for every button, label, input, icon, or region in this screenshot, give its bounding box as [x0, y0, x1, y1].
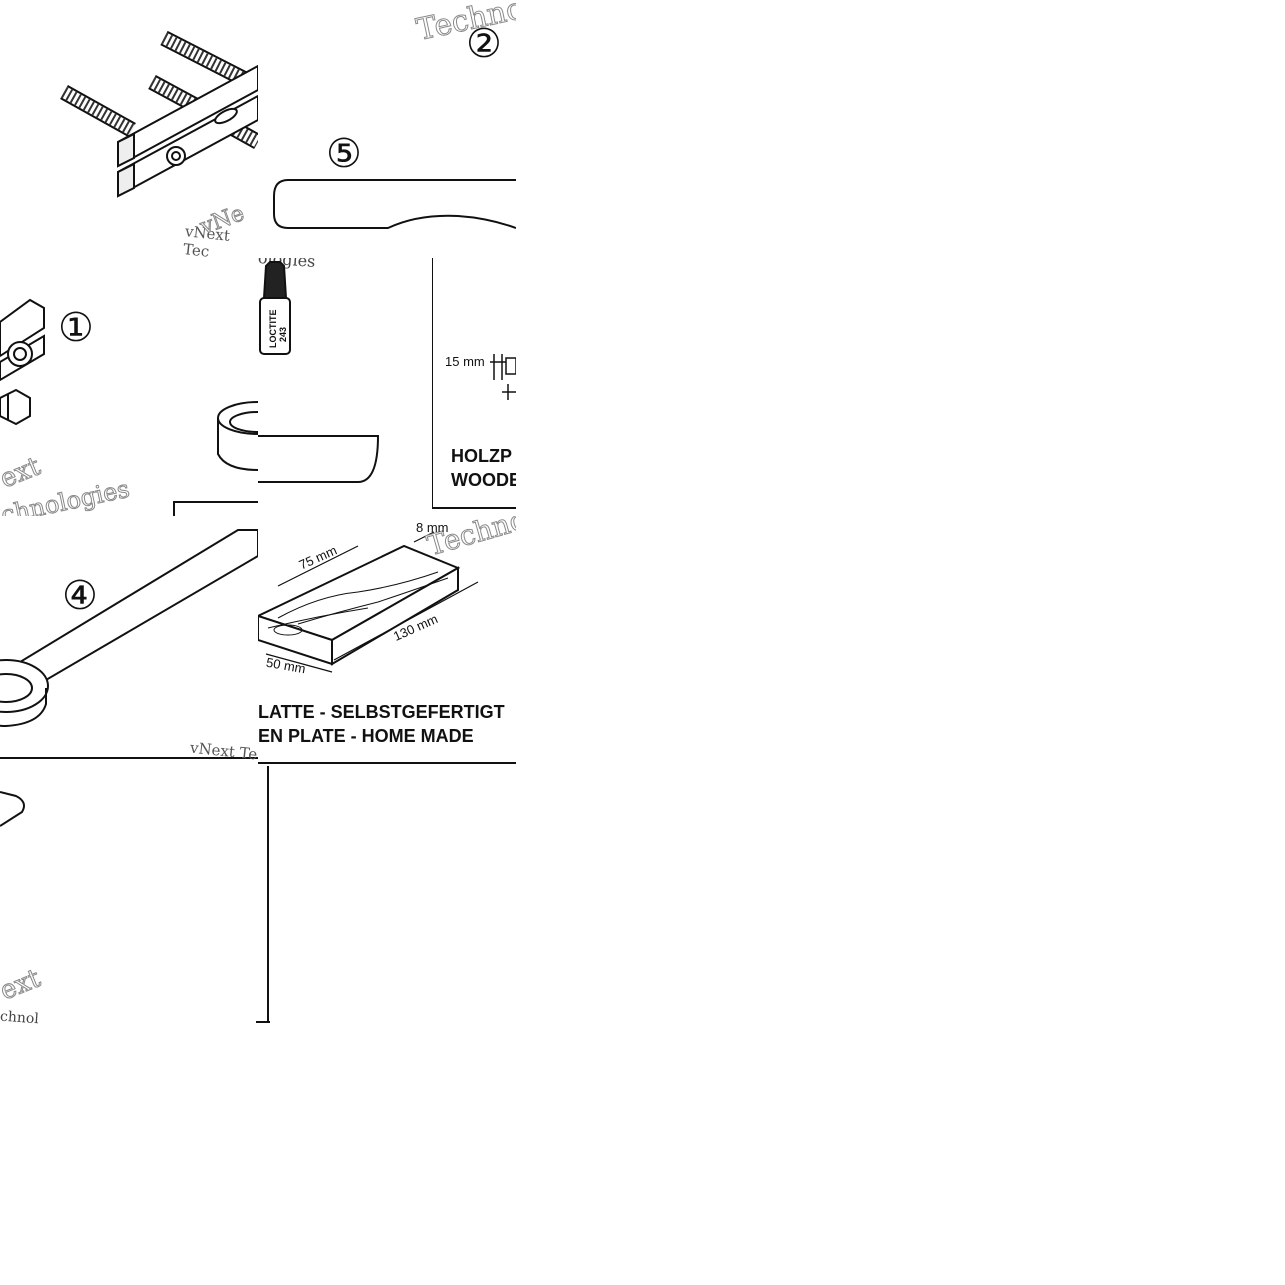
- wooden-plate-de-crop: HOLZP: [451, 446, 512, 466]
- crossbar: [0, 298, 45, 358]
- loctite-brand: LOCTITE: [268, 310, 278, 349]
- tile-wooden-plate: Techno 8 mm 75 mm 130 mm 50 mm LATTE - S…: [258, 516, 516, 766]
- wooden-plate-frame: [432, 258, 516, 509]
- watermark: chnol: [0, 1008, 40, 1024]
- hex-bolt: [0, 388, 31, 426]
- dim-8mm: 8 mm: [416, 520, 449, 535]
- frame-bottom-border: [258, 762, 516, 764]
- tile-loctite: ologies LOCTITE 243: [258, 258, 432, 516]
- callout-4: ④: [62, 573, 98, 619]
- wooden-plate-en-crop: WOODE: [451, 470, 516, 490]
- wrench-handle: [18, 529, 258, 682]
- callout-1: ①: [58, 305, 94, 351]
- callout-2: ②: [466, 21, 502, 67]
- plate-outline-drawing: [273, 179, 516, 229]
- callout-5: ⑤: [326, 131, 362, 177]
- plate-outline: [273, 179, 516, 229]
- wood-block-drawing: [258, 531, 479, 673]
- threaded-rod: [160, 30, 250, 88]
- threaded-rod: [60, 85, 136, 137]
- wooden-plate-en-tail: EN PLATE - HOME MADE: [258, 726, 474, 746]
- tile-part-5: Techno ② ⑤: [258, 0, 516, 258]
- puller-drawing: [60, 30, 258, 198]
- dim-15mm: 15 mm: [445, 354, 485, 369]
- loctite-drawing: LOCTITE 243: [258, 261, 380, 483]
- tile-wooden-plate-top: 15 mm HOLZP WOODE: [432, 258, 516, 516]
- tile-part-1: ① ext chnologies: [0, 258, 258, 516]
- loctite-number: 243: [278, 327, 288, 342]
- crossbar: [117, 132, 135, 168]
- loctite-nozzle: [262, 261, 288, 299]
- bottom-left-drawing: [0, 766, 270, 1023]
- slot: [214, 107, 238, 125]
- puller-detail-drawing: [0, 298, 258, 516]
- tile-puller: vNext Tec vNe: [0, 0, 258, 258]
- tile-bottom-left: ext chnol: [0, 766, 270, 1024]
- tile-part-4: ④ vNext Te: [0, 516, 258, 766]
- crossbar: [117, 162, 135, 198]
- loctite-bottle: [259, 297, 291, 355]
- wrench-drawing: [0, 529, 258, 759]
- wood-block-side: [331, 566, 459, 666]
- wooden-plate-de-tail: LATTE - SELBSTGEFERTIGT: [258, 702, 505, 722]
